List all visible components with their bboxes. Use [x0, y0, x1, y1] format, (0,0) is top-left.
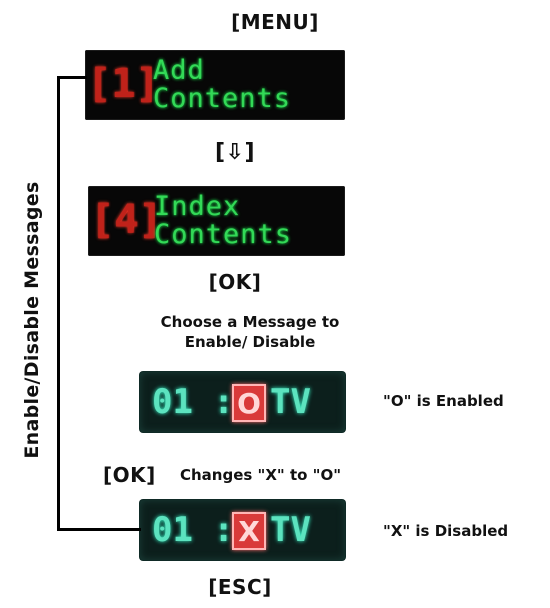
enabled-note: "O" is Enabled — [383, 392, 504, 410]
enabled-mark-box: O — [232, 384, 266, 422]
message-display-enabled: 01 : O TV — [140, 372, 345, 432]
led-menu-number: [4] — [90, 197, 163, 243]
side-label: Enable/Disable Messages — [21, 175, 43, 465]
disabled-note: "X" is Disabled — [383, 522, 509, 540]
bracket-line-vertical — [57, 76, 60, 531]
bracket-line-top — [57, 76, 87, 79]
message-display-disabled: 01 : X TV — [140, 500, 345, 560]
ok-change-key-label: [OK] — [103, 463, 156, 487]
bracket-line-bottom — [57, 528, 141, 531]
led-panel-index-contents: [4] Index Contents — [88, 186, 345, 256]
menu-key-label: [MENU] — [231, 10, 319, 34]
led-line-1: Index — [154, 191, 241, 222]
change-note: Changes "X" to "O" — [180, 466, 342, 484]
message-name: TV — [270, 382, 311, 422]
disabled-mark: X — [238, 515, 260, 548]
esc-key-label: [ESC] — [208, 575, 272, 599]
led-panel-add-contents: [1] Add Contents — [85, 50, 345, 120]
message-name: TV — [270, 510, 311, 550]
instruction-line-2: Enable/ Disable — [184, 333, 316, 351]
message-index: 01 : — [152, 382, 234, 422]
led-line-1: Add — [153, 55, 205, 86]
message-index: 01 : — [152, 510, 234, 550]
led-menu-number: [1] — [87, 61, 160, 107]
led-line-2: Contents — [154, 219, 293, 250]
instruction-line-1: Choose a Message to — [160, 313, 340, 331]
ok-key-label: [OK] — [208, 270, 262, 294]
down-arrow-key-label: [⇩] — [214, 140, 256, 165]
disabled-mark-box: X — [232, 512, 266, 550]
led-line-2: Contents — [153, 83, 292, 114]
instruction-caption: Choose a Message to Enable/ Disable — [120, 312, 380, 352]
enabled-mark: O — [237, 387, 261, 420]
